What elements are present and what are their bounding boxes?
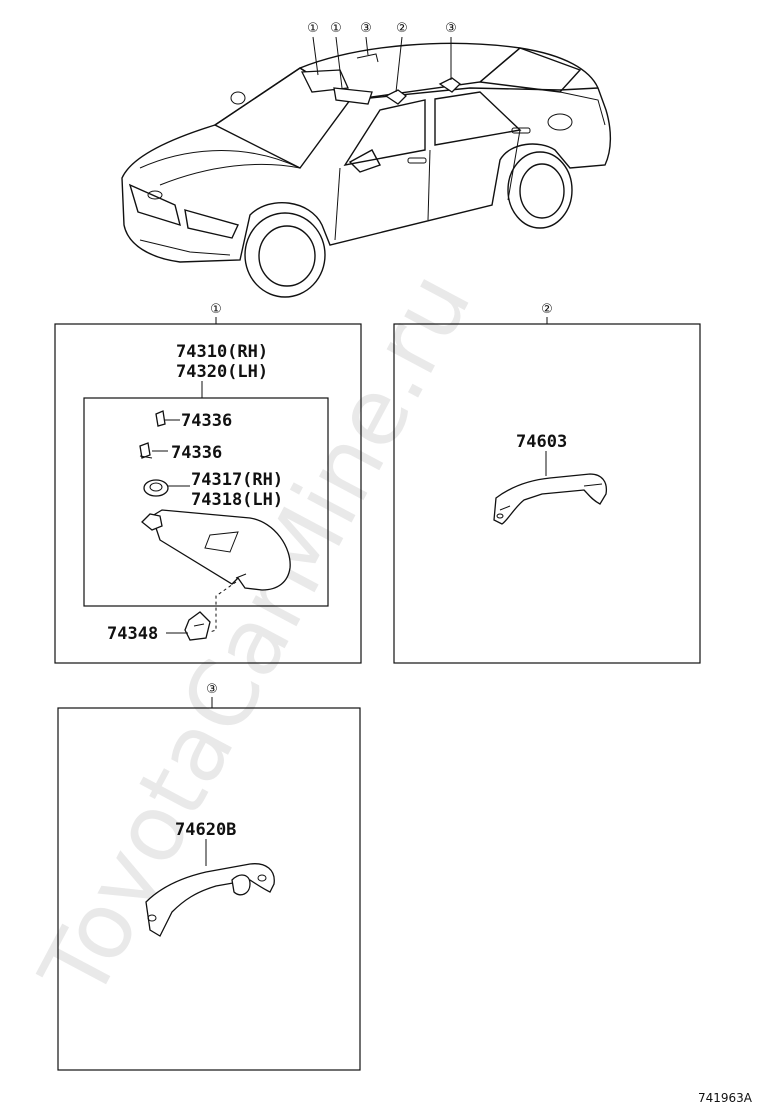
callout-3a: ③ xyxy=(360,21,372,36)
part-74320: 74320(LH) xyxy=(176,362,268,382)
panel-1: ① 74310(RH) 74320(LH) 74336 74336 74317(… xyxy=(54,302,362,664)
car-callouts: ① ① ③ ② ③ xyxy=(307,21,457,36)
part-74336-b: 74336 xyxy=(171,443,222,463)
callout-1a: ① xyxy=(307,21,319,36)
callout-1b: ① xyxy=(330,21,342,36)
part-74620B: 74620B xyxy=(175,820,236,840)
assist-grip-3-shape xyxy=(145,863,275,937)
assist-grip-2-shape xyxy=(493,473,608,525)
panel-2-frame xyxy=(393,323,701,664)
panel-2-label: ② xyxy=(541,302,553,317)
panel-3: ③ 74620B xyxy=(57,682,361,1071)
part-74348: 74348 xyxy=(107,624,158,644)
visor-subframe xyxy=(83,397,329,607)
part-74310: 74310(RH) xyxy=(176,342,268,362)
panel-3-frame xyxy=(57,707,361,1071)
car-illustration xyxy=(121,36,612,298)
callout-3b: ③ xyxy=(445,21,457,36)
illustration-number: 741963A xyxy=(698,1091,753,1105)
part-74317: 74317(RH) xyxy=(191,470,283,490)
panel-1-frame xyxy=(54,323,362,664)
part-74318: 74318(LH) xyxy=(191,490,283,510)
panel-2: ② 74603 xyxy=(393,302,701,664)
part-74336-a: 74336 xyxy=(181,411,232,431)
sun-visor-shape xyxy=(141,509,291,591)
callout-2: ② xyxy=(396,21,408,36)
panel-3-label: ③ xyxy=(206,682,218,697)
part-74603: 74603 xyxy=(516,432,567,452)
panel-1-label: ① xyxy=(210,302,222,317)
